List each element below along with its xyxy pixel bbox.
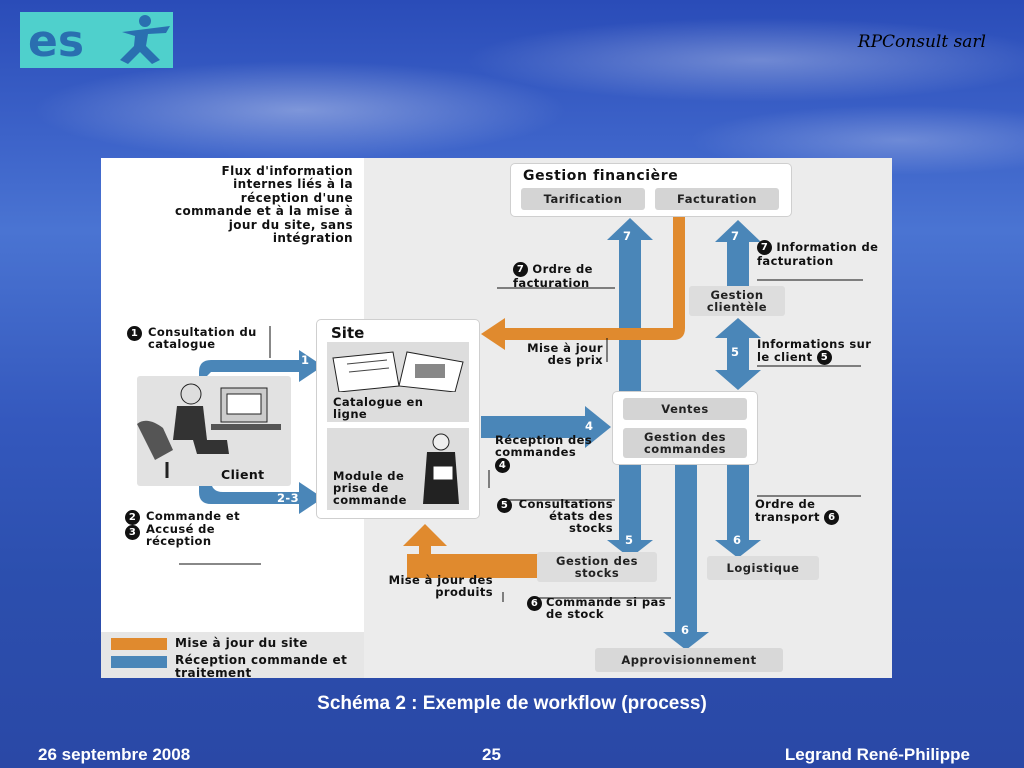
step-badge-5b: 5 bbox=[497, 498, 512, 513]
footer-author: Legrand René-Philippe bbox=[784, 745, 970, 764]
client-panel: Client bbox=[137, 376, 291, 486]
maj-produits-label: Mise à jour des produits bbox=[388, 573, 493, 600]
legend-orange-swatch bbox=[111, 638, 167, 650]
arrow-7-up-left bbox=[607, 218, 653, 391]
diagram-caption: Schéma 2 : Exemple de workflow (process) bbox=[317, 693, 707, 714]
arrow-number-7a: 7 bbox=[623, 229, 632, 243]
module-panel: Module de prise de commande bbox=[327, 428, 469, 510]
clerk-icon bbox=[423, 433, 459, 504]
info-facturation-label: 7 Information de facturation bbox=[757, 240, 879, 268]
footer-page-number: 25 bbox=[482, 745, 501, 764]
legend-blue-swatch bbox=[111, 656, 167, 668]
client-label: Client bbox=[221, 467, 265, 482]
legend: Mise à jour du site Réception commande e… bbox=[101, 632, 364, 678]
step-badge-7b: 7 bbox=[757, 240, 772, 255]
catalogue-panel: Catalogue en ligne bbox=[327, 342, 469, 422]
maj-prix-label: Mise à jour des prix bbox=[527, 341, 603, 368]
commande-si-pas-label: 6 Commande si pas de stock bbox=[527, 596, 677, 620]
ordre-transport-label: Ordre de transport 6 bbox=[755, 498, 865, 526]
gestion-commandes-pill: Gestion des commandes bbox=[623, 428, 747, 458]
logo-text: es bbox=[28, 16, 84, 67]
step-badge-1: 1 bbox=[127, 326, 142, 341]
step-badge-7: 7 bbox=[513, 262, 528, 277]
facturation-pill: Facturation bbox=[655, 188, 779, 210]
tarification-pill: Tarification bbox=[521, 188, 645, 210]
info-client-label: Informations sur le client 5 bbox=[757, 337, 872, 366]
ordre-facturation-label: 7 Ordre de facturation bbox=[513, 262, 593, 290]
step-badge-3: 3 bbox=[125, 525, 140, 540]
step-badge-6: 6 bbox=[824, 510, 840, 526]
company-name: RPConsult sarl bbox=[857, 32, 986, 52]
footer-date: 26 septembre 2008 bbox=[38, 745, 191, 764]
arrow-orange-prix bbox=[481, 214, 685, 350]
site-title: Site bbox=[331, 324, 365, 342]
gestion-clientele-pill: Gestion clientèle bbox=[689, 286, 785, 316]
client-icon bbox=[137, 383, 281, 478]
approvisionnement-pill: Approvisionnement bbox=[595, 648, 783, 672]
step-badge-2: 2 bbox=[125, 510, 140, 525]
gestion-financiere-box: Gestion financière Tarification Facturat… bbox=[511, 164, 791, 216]
consultations-stocks-label: 5 Consultations états des stocks bbox=[497, 498, 613, 534]
site-box: Site Catalogue en ligne Module de prise … bbox=[317, 320, 479, 518]
arrow-6-appro bbox=[663, 464, 709, 650]
ventes-box: Ventes Gestion des commandes bbox=[613, 392, 757, 464]
company-logo: es bbox=[20, 12, 173, 68]
logistique-pill: Logistique bbox=[707, 556, 819, 580]
arrow-5-double bbox=[715, 318, 761, 390]
arrow-number-6b: 6 bbox=[681, 623, 690, 637]
arrow-7-up-right bbox=[715, 220, 761, 290]
arrow-2-3 bbox=[199, 480, 323, 514]
module-label: Module de prise de commande bbox=[333, 469, 407, 508]
arrow-4 bbox=[481, 406, 611, 448]
gestion-financiere-title: Gestion financière bbox=[523, 168, 679, 184]
ventes-pill: Ventes bbox=[623, 398, 747, 420]
book-icon bbox=[332, 351, 464, 393]
gestion-stocks-pill: Gestion des stocks bbox=[537, 552, 657, 582]
legend-blue-label: Réception commande et traitement bbox=[175, 653, 348, 678]
arrow-number-5a: 5 bbox=[731, 345, 740, 359]
reception-commandes-label: Réception des commandes 4 bbox=[495, 433, 593, 474]
arrow-6-logistique bbox=[715, 464, 761, 558]
logo-graphic: es bbox=[28, 15, 170, 67]
arrow-number-7b: 7 bbox=[731, 229, 740, 243]
arrow-number-1: 1 bbox=[301, 353, 310, 367]
arrow-number-4: 4 bbox=[585, 419, 594, 433]
step-badge-6b: 6 bbox=[527, 596, 542, 611]
step-badge-4: 4 bbox=[495, 458, 510, 474]
step-badge-5: 5 bbox=[816, 350, 832, 366]
arrow-number-6a: 6 bbox=[733, 533, 742, 547]
arrow-number-2-3: 2-3 bbox=[277, 491, 299, 505]
arrow-number-5b: 5 bbox=[625, 533, 634, 547]
workflow-diagram: Flux d'information internes liés à la ré… bbox=[101, 158, 892, 678]
legend-orange-label: Mise à jour du site bbox=[175, 636, 308, 650]
catalogue-label: Catalogue en ligne bbox=[333, 395, 424, 422]
commande-accuse-label: 2 3 Commande et Accusé de réception bbox=[125, 510, 269, 548]
arrow-1 bbox=[199, 350, 323, 384]
intro-text: Flux d'information internes liés à la ré… bbox=[174, 164, 353, 246]
consultation-label: 1 Consultation du catalogue bbox=[127, 326, 267, 350]
flow-arrows bbox=[179, 214, 863, 650]
arrow-5-down bbox=[607, 464, 653, 558]
callout-lines bbox=[179, 279, 863, 602]
